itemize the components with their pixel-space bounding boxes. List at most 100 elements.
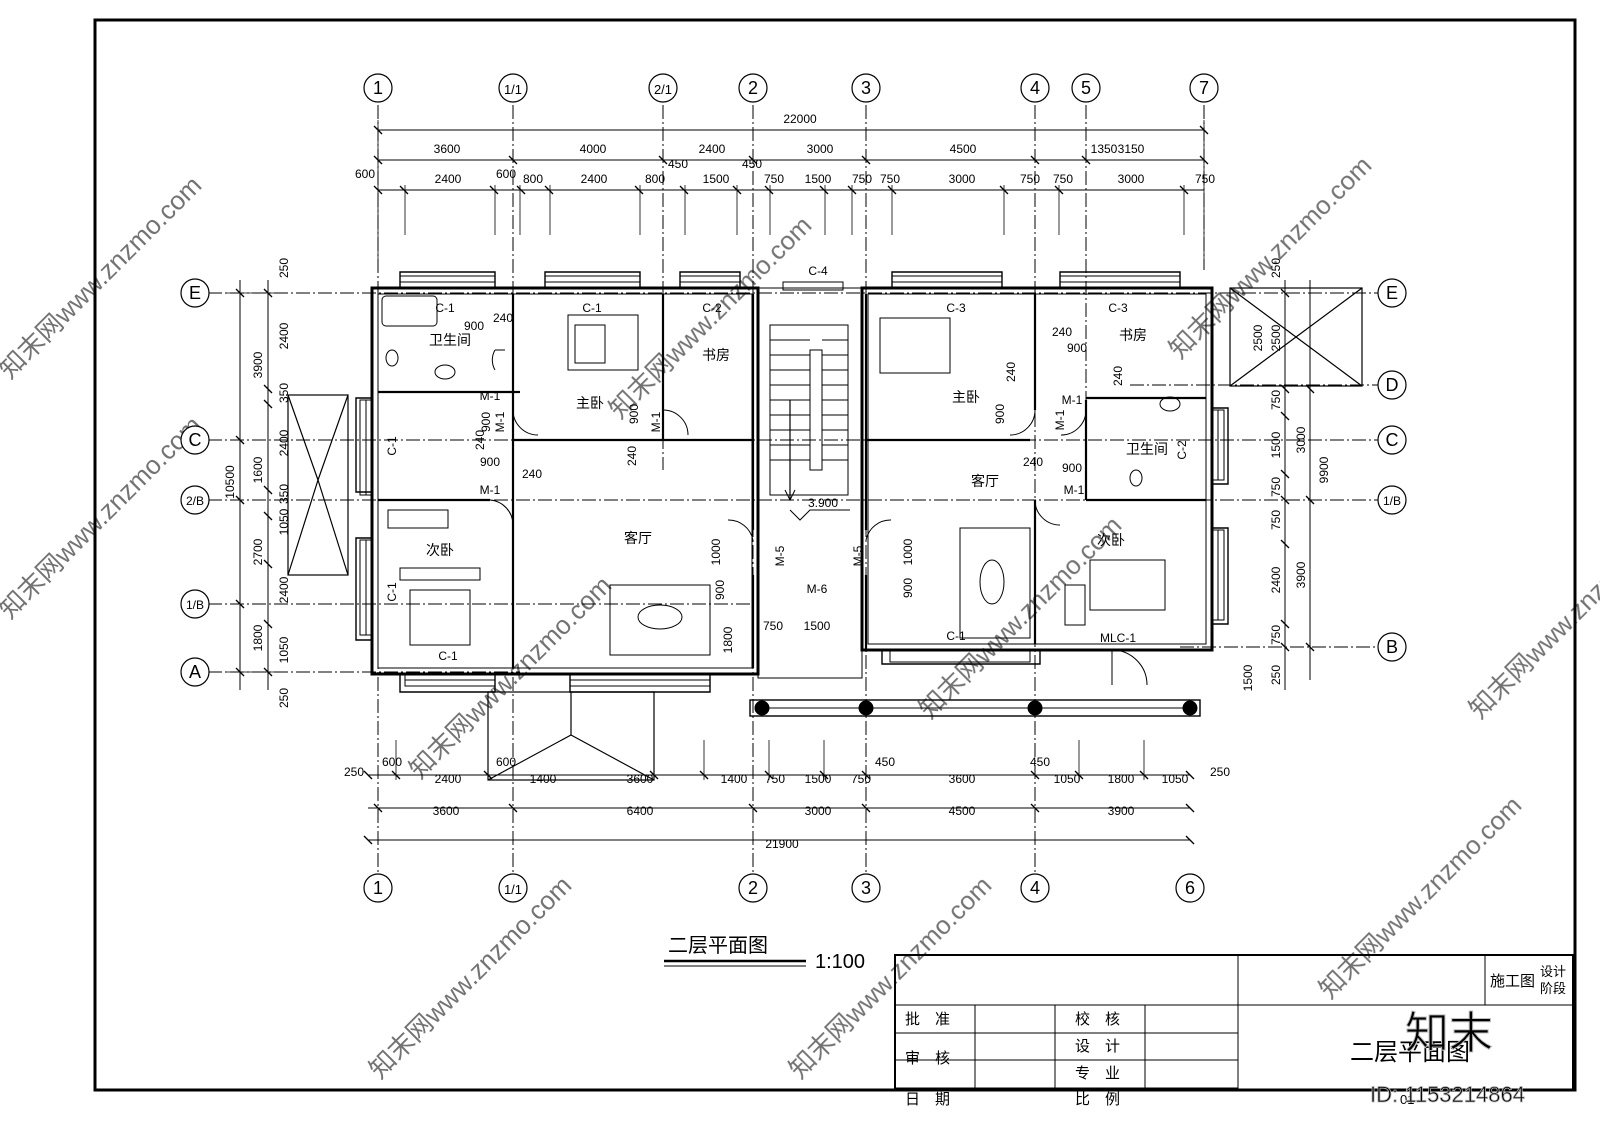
windows: [359, 275, 1225, 687]
interior-walls: [378, 294, 1206, 668]
dim-top: 3000: [1118, 172, 1145, 186]
window-label: C-1: [385, 582, 399, 602]
dim-top: 3000: [949, 172, 976, 186]
bathtub-icon: [381, 295, 438, 327]
room-label: 卫生间: [1126, 441, 1168, 457]
door-label: M-1: [1062, 393, 1083, 407]
dim-bottom: 3600: [949, 772, 976, 786]
dim-bottom-total: 21900: [765, 837, 799, 851]
check-label: 校 核: [1075, 1011, 1120, 1028]
sofa-set-icon: [959, 527, 1031, 639]
approve-label: 批 准: [905, 1011, 950, 1028]
furniture: [381, 295, 1181, 656]
dim-interior: 900: [480, 455, 500, 469]
watermark-site: 知末网www.znzmo.com: [403, 570, 617, 784]
dim-right: 2400: [1269, 566, 1283, 593]
dim-top-total: 22000: [783, 112, 817, 126]
washbasin-icon: [434, 364, 456, 380]
dim-top: 3000: [807, 142, 834, 156]
door-label: M-5: [773, 545, 787, 566]
dim-bottom: 750: [851, 772, 871, 786]
axis-label-bottom: 1/1: [504, 882, 522, 897]
dim-interior: 1000: [709, 538, 723, 565]
dim-interior: 1800: [721, 626, 735, 653]
axis-label-top: 5: [1081, 78, 1091, 98]
dim-top: 1350: [1091, 142, 1118, 156]
window-label: C-1: [435, 301, 455, 315]
room-label: 次卧: [1097, 532, 1125, 548]
axis-label-bottom: 6: [1185, 878, 1195, 898]
dim-right-total: 9900: [1317, 456, 1331, 483]
axis-label-right: 1/B: [1383, 494, 1401, 508]
drawing-name: 二层平面图: [1350, 1039, 1470, 1066]
left-canopy: [287, 394, 349, 576]
dim-right: 1500: [1269, 431, 1283, 458]
dim-bottom: 1800: [1108, 772, 1135, 786]
dim-left: 3900: [251, 351, 265, 378]
dim-top: 450: [668, 157, 688, 171]
washbasin-icon: [1159, 396, 1181, 412]
balcony: [749, 699, 1201, 717]
dim-left: 2700: [251, 538, 265, 565]
window-labels: C-1 C-1 C-2 C-3 C-3 C-1 C-1 C-2 C-4 C-1 …: [385, 264, 1189, 663]
drawing-scale: 1:100: [815, 951, 865, 973]
desk-icon: [1064, 584, 1086, 626]
door-label: M-1: [480, 483, 501, 497]
dim-top: 750: [1195, 172, 1215, 186]
dim-interior: 240: [493, 311, 513, 325]
window-label: C-3: [946, 301, 966, 315]
axis-label-left: E: [189, 283, 201, 303]
dim-right: 250: [1269, 665, 1283, 685]
elevation-label: 3.900: [808, 496, 838, 510]
door-label: M-1: [1064, 483, 1085, 497]
bed-icon: [879, 317, 951, 374]
axis-label-top: 1: [373, 78, 383, 98]
dim-interior: 900: [464, 319, 484, 333]
dim-bottom: 1400: [721, 772, 748, 786]
dim-interior: 900: [1067, 341, 1087, 355]
window-label: C-1: [582, 301, 602, 315]
dim-interior: 1000: [901, 538, 915, 565]
dim-left: 2400: [277, 322, 291, 349]
dim-left: 1600: [251, 456, 265, 483]
dim-interior: 900: [627, 404, 641, 424]
axis-label-left: A: [189, 662, 201, 682]
dim-right: 750: [1269, 510, 1283, 530]
stage-label-1: 设计: [1540, 964, 1566, 979]
review-label: 审 核: [905, 1050, 950, 1067]
drawing-title: 二层平面图: [668, 935, 768, 957]
title-block: [894, 954, 1574, 1091]
dim-left: 250: [277, 688, 291, 708]
window-label: C-2: [1175, 440, 1189, 460]
axis-label-bottom: 3: [861, 878, 871, 898]
window-label: C-3: [1108, 301, 1128, 315]
bottom-canopy: [487, 691, 655, 781]
sheet-border: [93, 18, 1577, 1092]
door-swings: [489, 349, 1148, 686]
dim-left: 250: [277, 258, 291, 278]
coffee-table-icon: [637, 604, 683, 630]
axis-label-right: C: [1386, 430, 1399, 450]
door-label: M-5: [851, 545, 865, 566]
drawing-title-group: 二层平面图 1:100: [664, 935, 865, 973]
dim-top: 750: [1020, 172, 1040, 186]
dim-interior: 1500: [804, 619, 831, 633]
stage-value: 施工图: [1490, 973, 1535, 990]
stage-label-2: 阶段: [1540, 981, 1566, 996]
dim-left: 350: [277, 383, 291, 403]
desk-icon: [387, 509, 449, 529]
dim-bottom: 250: [344, 765, 364, 779]
door-label: M-1: [493, 411, 507, 432]
axis-label-bottom: 2: [748, 878, 758, 898]
watermark-site: 知末网www.znzmo.com: [913, 510, 1127, 724]
dim-bottom: 6400: [627, 804, 654, 818]
dim-top: 2400: [581, 172, 608, 186]
dim-bottom: 750: [765, 772, 785, 786]
dim-right: 3000: [1294, 426, 1308, 453]
dim-left: 1050: [277, 636, 291, 663]
dim-left-total: 10500: [223, 465, 237, 499]
window-label: C-1: [385, 436, 399, 456]
dim-top: 750: [852, 172, 872, 186]
dim-interior: 900: [479, 412, 493, 432]
